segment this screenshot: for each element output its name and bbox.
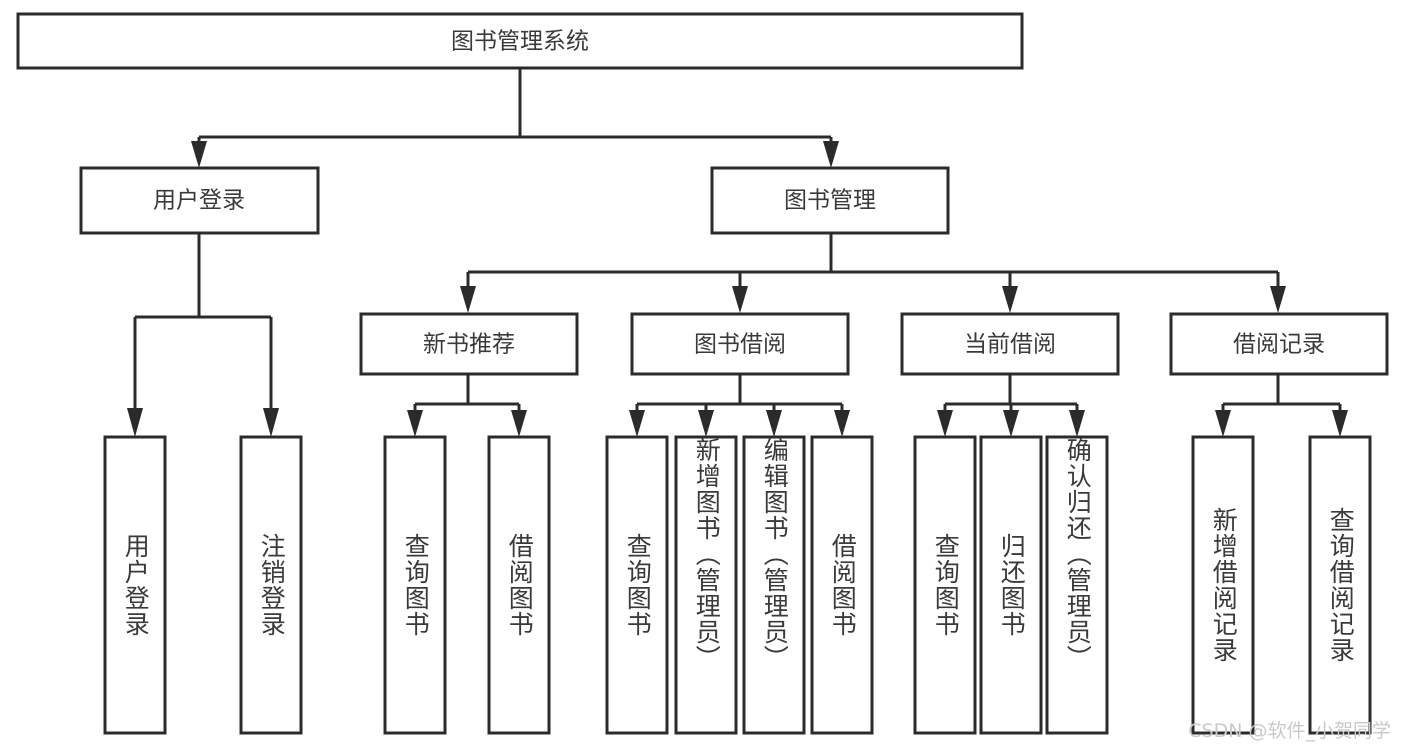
arrow-head-book-borrow — [732, 286, 748, 313]
arrow-head-bb-leaf-2 — [698, 410, 714, 437]
node-label-root: 图书管理系统 — [451, 29, 589, 55]
leaf-box-query-book-nbr[interactable] — [383, 435, 447, 735]
connectors-new-book-recommend-to-leaves — [407, 375, 527, 437]
connectors-borrow-record-to-leaves — [1215, 375, 1348, 437]
node-label-new-book-recommend: 新书推荐 — [423, 332, 515, 358]
arrow-head-leaf-logout — [263, 408, 279, 437]
arrow-head-bb-leaf-1 — [629, 410, 645, 437]
connectors-book-borrow-to-leaves — [629, 375, 850, 437]
arrow-head-br-leaf-1 — [1215, 410, 1231, 437]
node-box-book-management[interactable] — [710, 166, 950, 235]
leaf-box-query-borrow-record[interactable] — [1308, 435, 1372, 735]
node-label-book-management: 图书管理 — [784, 188, 876, 214]
leaf-box-borrow-book-nbr[interactable] — [487, 435, 551, 735]
arrow-head-cb-leaf-1 — [937, 410, 953, 437]
node-label-borrow-record: 借阅记录 — [1233, 332, 1325, 358]
arrow-head-book-management — [823, 141, 839, 168]
leaf-box-query-book-cb[interactable] — [913, 435, 977, 735]
leaf-box-edit-book-admin[interactable] — [742, 435, 806, 735]
node-box-new-book-recommend[interactable] — [359, 312, 579, 376]
arrow-head-borrow-record — [1270, 286, 1286, 313]
arrow-head-bb-leaf-3 — [766, 410, 782, 437]
node-box-user-login[interactable] — [79, 166, 320, 235]
connectors-book-management-to-level3 — [460, 233, 1286, 313]
node-box-borrow-record[interactable] — [1169, 312, 1389, 376]
leaf-box-return-book[interactable] — [979, 435, 1043, 735]
leaf-box-add-borrow-record[interactable] — [1191, 435, 1255, 735]
connectors-user-login-to-leaves — [127, 233, 279, 437]
leaf-box-query-book-bb[interactable] — [605, 435, 669, 735]
arrow-head-new-book-recommend — [460, 286, 476, 313]
arrow-head-current-borrow — [1002, 286, 1018, 313]
node-box-root[interactable] — [16, 12, 1024, 70]
node-box-book-borrow[interactable] — [630, 312, 850, 376]
leaf-box-add-book-admin[interactable] — [674, 435, 738, 735]
leaf-box-confirm-return-admin[interactable] — [1045, 435, 1109, 735]
node-label-book-borrow: 图书借阅 — [694, 332, 786, 358]
connectors-current-borrow-to-leaves — [937, 375, 1085, 437]
arrow-head-cb-leaf-3 — [1069, 410, 1085, 437]
arrow-head-bb-leaf-4 — [834, 410, 850, 437]
arrow-head-nbr-leaf-2 — [511, 410, 527, 437]
arrow-head-br-leaf-2 — [1332, 410, 1348, 437]
arrow-head-leaf-user-login — [127, 408, 143, 437]
arrow-head-nbr-leaf-1 — [407, 410, 423, 437]
leaf-box-borrow-book-bb[interactable] — [810, 435, 874, 735]
leaf-box-user-login[interactable] — [103, 435, 167, 735]
node-box-current-borrow[interactable] — [900, 312, 1120, 376]
connectors-root-to-level2 — [191, 68, 839, 168]
arrow-head-user-login — [191, 141, 207, 168]
node-label-user-login: 用户登录 — [153, 188, 245, 214]
leaf-box-logout[interactable] — [239, 435, 303, 735]
arrow-head-cb-leaf-2 — [1003, 410, 1019, 437]
node-label-current-borrow: 当前借阅 — [964, 332, 1056, 358]
